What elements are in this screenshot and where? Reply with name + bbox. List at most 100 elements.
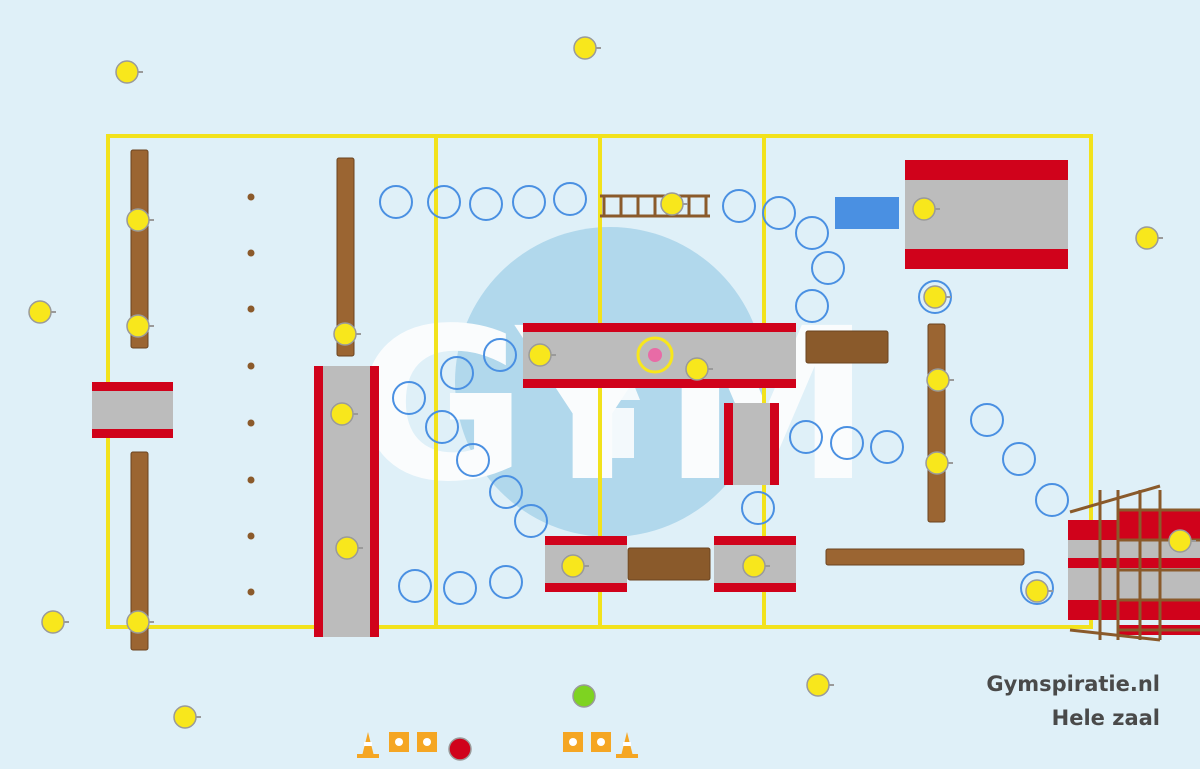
mat-edge — [714, 583, 796, 592]
brand-subtitle: Hele zaal — [1051, 706, 1160, 730]
yellow-ball — [126, 208, 150, 232]
marker-dot — [247, 193, 255, 201]
yellow-ball — [660, 192, 684, 216]
yellow-ball — [685, 357, 709, 381]
hoop — [811, 251, 845, 285]
bench-middle — [336, 157, 355, 357]
hoop — [870, 430, 904, 464]
yellow-ball — [41, 610, 65, 634]
marker-dot — [247, 249, 255, 257]
mat-edge — [905, 160, 1068, 180]
yellow-ball — [926, 368, 950, 392]
hoop — [392, 381, 426, 415]
hoop — [489, 475, 523, 509]
mat-left — [92, 382, 173, 438]
hoop — [1020, 571, 1054, 605]
yellow-ball — [126, 314, 150, 338]
hoop — [425, 410, 459, 444]
yellow-ball — [573, 36, 597, 60]
hoop — [970, 403, 1004, 437]
marker-dot — [247, 362, 255, 370]
mat-small-vertical — [724, 403, 779, 485]
yellow-ball — [333, 322, 357, 346]
yellow-ball — [335, 536, 359, 560]
cone-base — [357, 754, 379, 758]
orange-marker-icon — [591, 732, 611, 752]
mat-edge — [92, 382, 173, 391]
orange-marker-icon — [417, 732, 437, 752]
box-right — [805, 330, 889, 364]
mat-edge — [905, 249, 1068, 269]
yellow-ball — [742, 554, 766, 578]
hoop — [741, 491, 775, 525]
mat-edge — [724, 403, 733, 485]
hoop — [514, 504, 548, 538]
watermark-bulb-base — [590, 408, 634, 458]
bench-left-top — [130, 149, 149, 349]
hoop — [795, 216, 829, 250]
mat-edge — [314, 366, 323, 637]
cone-icon — [357, 732, 379, 758]
orange-marker-icon — [389, 732, 409, 752]
hoop — [830, 426, 864, 460]
ladder — [600, 194, 710, 218]
hoop — [1035, 483, 1069, 517]
bench-right — [927, 323, 946, 523]
wall-mat-edge — [1068, 600, 1200, 620]
yellow-ball — [1135, 226, 1159, 250]
hoop — [427, 185, 461, 219]
hoop — [762, 196, 796, 230]
mat-edge — [92, 429, 173, 438]
hoop — [489, 565, 523, 599]
hoop — [789, 420, 823, 454]
mat-edge — [770, 403, 779, 485]
yellow-ball — [115, 60, 139, 84]
watermark-text: GYM — [355, 283, 866, 528]
mat-bottom-left — [545, 536, 627, 592]
hoop — [440, 356, 474, 390]
yellow-ball — [561, 554, 585, 578]
hoop — [379, 185, 413, 219]
yellow-ball — [28, 300, 52, 324]
green-ball-icon — [572, 684, 596, 708]
bench-bottom — [825, 548, 1025, 566]
yellow-ball — [923, 285, 947, 309]
hoop — [512, 185, 546, 219]
hoop — [553, 182, 587, 216]
yellow-ball — [173, 705, 197, 729]
box-bottom — [627, 547, 711, 581]
mat-edge — [523, 379, 796, 388]
target-ring — [636, 336, 674, 374]
marker-dot — [247, 532, 255, 540]
wall-bar-rail — [1069, 628, 1161, 642]
hoop — [483, 338, 517, 372]
orange-marker-icon — [563, 732, 583, 752]
yellow-ball — [330, 402, 354, 426]
yellow-ball — [806, 673, 830, 697]
mat-body — [92, 382, 173, 438]
mat-edge — [545, 583, 627, 592]
hoop — [456, 443, 490, 477]
hoop — [722, 189, 756, 223]
yellow-ball — [126, 610, 150, 634]
hoop — [795, 289, 829, 323]
cone-stripe — [623, 742, 631, 746]
mat-edge — [545, 536, 627, 545]
marker-center — [569, 738, 577, 746]
cone-icon — [616, 732, 638, 758]
bench-left-bottom — [130, 451, 149, 651]
yellow-ball — [925, 451, 949, 475]
yellow-ball — [528, 343, 552, 367]
hoop — [443, 571, 477, 605]
marker-center — [395, 738, 403, 746]
brand-site: Gymspiratie.nl — [986, 672, 1160, 696]
marker-dot — [247, 588, 255, 596]
hoop — [469, 187, 503, 221]
cone-stripe — [364, 742, 372, 746]
wall-bars — [1068, 484, 1200, 642]
mat-edge — [714, 536, 796, 545]
hoop — [1002, 442, 1036, 476]
yellow-ball — [1168, 529, 1192, 553]
